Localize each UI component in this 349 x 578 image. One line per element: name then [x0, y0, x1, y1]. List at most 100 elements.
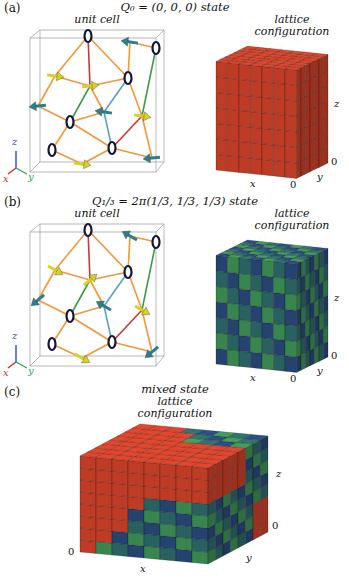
lattice-cell	[228, 350, 240, 367]
axis-label: z	[334, 98, 339, 109]
lattice-cell	[312, 247, 328, 250]
lattice-cell	[216, 62, 228, 79]
lattice-cell	[319, 344, 324, 362]
lattice-cell	[319, 57, 324, 75]
lattice-cell	[96, 482, 112, 496]
lattice-cell	[285, 263, 297, 280]
lattice-cell	[96, 458, 112, 472]
lattice-cell	[301, 322, 306, 340]
lattice-cell	[319, 119, 324, 137]
lattice-cell	[216, 124, 228, 141]
lattice-cell	[306, 79, 311, 97]
bond-line	[38, 76, 55, 106]
lattice-cell	[144, 462, 160, 476]
axis-tick: 0	[331, 156, 337, 167]
spin-ring	[125, 266, 132, 278]
lattice-cell	[306, 288, 311, 306]
spin-arrow	[47, 75, 58, 77]
lattice-cell	[112, 507, 128, 521]
lattice-cell	[216, 139, 228, 156]
lattice-cell	[297, 83, 302, 101]
lattice-cell	[274, 145, 286, 162]
spin-arrowhead	[141, 307, 149, 315]
lattice-cell	[216, 349, 228, 366]
lattice-cell	[315, 299, 320, 317]
subtitle: unit cell	[74, 208, 119, 220]
lattice-cell	[80, 540, 96, 554]
lattice-cell	[96, 530, 112, 544]
axis-label: z	[12, 136, 17, 147]
lattice-cell	[315, 59, 320, 77]
spin-arrow	[82, 86, 93, 87]
lattice-cell	[251, 306, 263, 323]
lattice-cell	[112, 483, 128, 497]
axis-label: x	[140, 563, 146, 574]
lattice-cell	[297, 114, 302, 132]
lattice-cell	[306, 257, 311, 275]
lattice-cell	[315, 284, 320, 302]
spin-arrowhead	[143, 154, 150, 163]
lattice-cell	[144, 498, 160, 512]
lattice-cell	[301, 353, 306, 371]
lattice-cell	[251, 352, 263, 369]
lattice-cell	[285, 69, 297, 86]
lattice-cell	[192, 539, 208, 553]
bond-line	[142, 48, 156, 116]
lattice-cell	[319, 251, 324, 269]
cell-box-edge	[156, 356, 164, 366]
lattice-cell	[176, 513, 192, 527]
axis-label: y	[28, 365, 34, 376]
bond-line	[142, 310, 152, 352]
spin-ring	[67, 310, 74, 322]
subtitle: lattice configuration	[246, 14, 338, 38]
lattice-cell	[239, 126, 251, 143]
lattice-cell	[176, 477, 192, 491]
lattice-cell	[315, 315, 320, 333]
axis-y	[16, 362, 27, 368]
lattice-cell	[297, 130, 302, 148]
axis-label: y	[246, 552, 252, 563]
lattice-cell	[216, 287, 228, 304]
lattice-cell	[128, 533, 144, 547]
lattice-cell	[274, 114, 286, 131]
lattice-cell	[297, 262, 302, 280]
lattice-cell	[262, 66, 274, 83]
lattice-cell	[285, 115, 297, 132]
lattice-cell	[160, 524, 176, 538]
lattice-cell	[274, 308, 286, 325]
axis-tick: 0	[331, 350, 337, 361]
lattice-cell	[239, 258, 251, 275]
state-title: Q₀ = (0, 0, 0) state	[121, 1, 230, 14]
lattice-cell	[228, 156, 240, 173]
cell-box	[30, 38, 156, 172]
lattice-cell	[262, 353, 274, 370]
lattice-cell	[112, 459, 128, 473]
cell-box-edge	[156, 30, 164, 38]
lattice-cell	[319, 150, 324, 168]
lattice-cell	[80, 516, 96, 530]
axis-label: x	[250, 178, 256, 189]
lattice-cell	[301, 291, 306, 309]
lattice-cell	[319, 72, 324, 90]
spin-arrowhead	[122, 231, 130, 239]
lattice-cell	[216, 271, 228, 288]
spin-arrow	[84, 278, 92, 285]
lattice-cell	[216, 333, 228, 350]
spin-arrow	[149, 157, 160, 158]
lattice-cell	[324, 101, 329, 119]
lattice-cell	[96, 506, 112, 520]
lattice-cell	[239, 304, 251, 321]
axis-label: z	[12, 330, 17, 341]
lattice-cell	[144, 486, 160, 500]
lattice-cell	[112, 519, 128, 533]
lattice-cell	[324, 55, 329, 73]
lattice-cell	[228, 78, 240, 95]
lattice-cell	[245, 435, 269, 441]
lattice-cell	[319, 297, 324, 315]
spin-arrow	[135, 306, 145, 312]
axis-label: z	[276, 468, 281, 479]
lattice-cell	[216, 77, 228, 94]
lattice-cell	[216, 93, 228, 110]
axis-tick: 0	[290, 179, 296, 190]
lattice-cell	[297, 145, 302, 163]
